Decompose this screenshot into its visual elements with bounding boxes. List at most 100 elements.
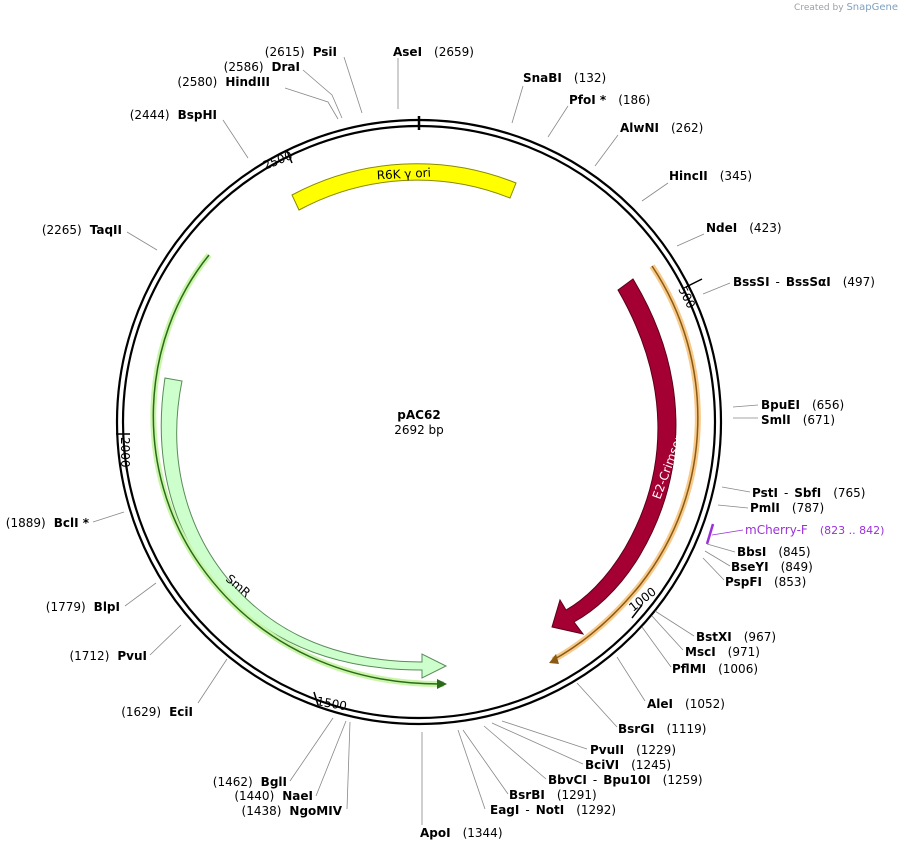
enzyme-ngomiv: (1438)NgoMIV bbox=[242, 804, 343, 818]
enzyme-taqii: (2265)TaqII bbox=[42, 223, 122, 237]
leader-bsphi bbox=[222, 119, 249, 159]
leader-hincii bbox=[641, 182, 669, 202]
leader-pspfi bbox=[702, 557, 725, 581]
enzyme-ndei: NdeI(423) bbox=[706, 221, 782, 235]
orf-arc-left-head bbox=[437, 679, 447, 689]
leader-bbsi bbox=[706, 543, 736, 553]
enzyme-pfoi: PfoI *(186) bbox=[569, 93, 650, 107]
leader-hindiii bbox=[284, 87, 339, 120]
enzyme-ecii: (1629)EciI bbox=[121, 705, 193, 719]
enzyme-asei: AseI(2659) bbox=[393, 45, 474, 59]
tick-marks bbox=[116, 150, 703, 706]
tick-label-500: 500 bbox=[675, 284, 698, 311]
backbone-inner bbox=[121, 124, 717, 720]
orf-arc-right-head bbox=[549, 654, 559, 664]
feature-e2-crimson[interactable] bbox=[551, 278, 677, 635]
tick-label-2000: 2000 bbox=[118, 437, 132, 468]
primer-mark bbox=[705, 523, 715, 545]
leader-ndei bbox=[676, 233, 705, 247]
enzyme-snabi: SnaBI(132) bbox=[523, 71, 606, 85]
enzyme-msci: MscI(971) bbox=[685, 645, 760, 659]
orf-arc-right-core bbox=[552, 265, 699, 661]
leader-naei bbox=[315, 720, 347, 797]
leader-bsrgi bbox=[576, 682, 618, 728]
feature-r6k-ori[interactable] bbox=[291, 163, 517, 211]
enzyme-hincii: HincII(345) bbox=[669, 169, 752, 183]
enzyme-hindiii: (2580)HindIII bbox=[177, 75, 270, 89]
enzyme-bseyi: BseYI(849) bbox=[731, 560, 813, 574]
enzyme-pflmi: PflMI(1006) bbox=[672, 662, 758, 676]
snapgene-credit: Created by SnapGene bbox=[794, 2, 898, 13]
feature-label-r6k-ori: R6K γ ori bbox=[376, 166, 431, 183]
enzyme-leaders bbox=[92, 56, 759, 825]
snapgene-logo: SnapGene bbox=[846, 2, 898, 13]
enzyme-pmli: PmlI(787) bbox=[750, 501, 824, 515]
backbone-outer bbox=[115, 118, 723, 726]
enzyme-drai: (2586)DraI bbox=[224, 60, 300, 74]
plasmid-size: 2692 bp bbox=[394, 423, 444, 437]
leader-pvuii bbox=[501, 720, 588, 750]
leader-psii bbox=[343, 56, 363, 114]
enzyme-bbsi: BbsI(845) bbox=[737, 545, 811, 559]
enzyme-bbvci: BbvCI-Bpu10I(1259) bbox=[548, 773, 703, 787]
leader-bseyi bbox=[704, 550, 731, 567]
leader-bgli bbox=[289, 717, 334, 782]
enzyme-alei: AleI(1052) bbox=[647, 697, 725, 711]
leader-bbvci bbox=[483, 725, 547, 780]
tick-500 bbox=[685, 278, 703, 288]
leader-blpi bbox=[124, 582, 157, 607]
enzyme-bsssi: BssSI-BssSαI(497) bbox=[733, 275, 875, 289]
enzyme-pvuii: PvuII(1229) bbox=[590, 743, 676, 757]
enzyme-apoi: ApoI(1344) bbox=[420, 826, 503, 840]
enzyme-bcivi: BciVI(1245) bbox=[585, 758, 671, 772]
enzyme-bgli: (1462)BglI bbox=[213, 775, 287, 789]
leader-ecii bbox=[197, 658, 228, 704]
leader-pflmi bbox=[641, 626, 672, 668]
leader-snabi bbox=[511, 85, 524, 124]
tick-2500 bbox=[286, 150, 293, 164]
leader-psti bbox=[721, 486, 751, 493]
orf-arc-left bbox=[150, 253, 445, 688]
enzyme-smli: SmlI(671) bbox=[761, 413, 835, 427]
leader-alei bbox=[616, 656, 646, 702]
enzyme-bcli: (1889)BclI * bbox=[6, 516, 90, 530]
credit-prefix: Created by bbox=[794, 3, 844, 13]
enzyme-eagi: EagI-NotI(1292) bbox=[490, 803, 616, 817]
enzyme-pspfi: PspFI(853) bbox=[725, 575, 806, 589]
leader-bcli bbox=[92, 511, 125, 523]
leader-taqii bbox=[126, 231, 158, 251]
plasmid-name: pAC62 bbox=[397, 408, 440, 422]
leader-bcivi bbox=[491, 722, 584, 765]
enzyme-pvui: (1712)PvuI bbox=[69, 649, 147, 663]
enzyme-psii: (2615)PsiI bbox=[265, 45, 337, 59]
enzyme-bsphi: (2444)BspHI bbox=[130, 108, 217, 122]
enzyme-bsrbi: BsrBI(1291) bbox=[509, 788, 597, 802]
leader-bstxi bbox=[654, 610, 695, 637]
leader-ngomiv bbox=[346, 721, 351, 810]
leader-drai bbox=[302, 69, 343, 119]
leader-pvui bbox=[149, 624, 182, 656]
leader-bsssi bbox=[702, 282, 731, 295]
tick-1000 bbox=[631, 604, 643, 619]
leader-pmli bbox=[717, 504, 749, 509]
primer-leader bbox=[711, 529, 744, 536]
enzyme-bpuei: BpuEI(656) bbox=[761, 398, 844, 412]
leader-eagi bbox=[457, 729, 486, 810]
enzyme-bstxi: BstXI(967) bbox=[696, 630, 776, 644]
leader-bsrbi bbox=[462, 729, 509, 795]
enzyme-alwni: AlwNI(262) bbox=[620, 121, 703, 135]
enzyme-psti: PstI-SbfI(765) bbox=[752, 486, 865, 500]
orf-arc-left-core bbox=[152, 254, 445, 685]
leader-alwni bbox=[594, 134, 619, 167]
leader-msci bbox=[651, 615, 684, 651]
primer-label: mCherry-F(823 .. 842) bbox=[745, 523, 884, 537]
enzyme-blpi: (1779)BlpI bbox=[46, 600, 120, 614]
tick-1500 bbox=[313, 691, 319, 706]
enzyme-bsrgi: BsrGI(1119) bbox=[618, 722, 706, 736]
leader-bpuei bbox=[732, 404, 759, 408]
leader-pfoi bbox=[547, 105, 569, 138]
enzyme-naei: (1440)NaeI bbox=[234, 789, 313, 803]
tick-label-2500: 2500 bbox=[261, 148, 295, 172]
tick-label-1500: 1500 bbox=[315, 694, 348, 713]
